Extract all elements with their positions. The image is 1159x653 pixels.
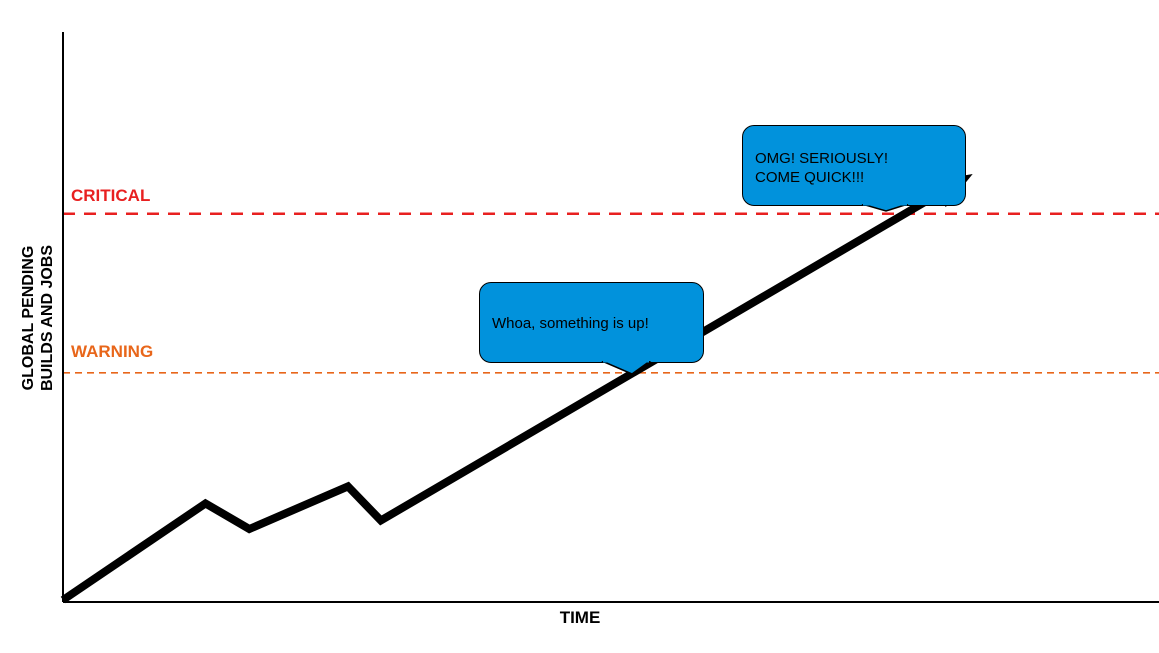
callout-critical-line-1: OMG! SERIOUSLY! (755, 150, 889, 167)
warning-threshold-label: WARNING (71, 342, 154, 361)
callout-critical: OMG! SERIOUSLY! COME QUICK!!! (742, 125, 966, 206)
callout-warning-text: Whoa, something is up! (492, 315, 649, 332)
callout-warning-tail (601, 361, 652, 375)
y-axis-label: GLOBAL PENDING BUILDS AND JOBS (18, 230, 58, 405)
threshold-lines (63, 212, 1159, 374)
series-line (60, 188, 944, 604)
callout-warning: Whoa, something is up! (479, 282, 704, 363)
y-axis-label-line-2: BUILDS AND JOBS (39, 244, 56, 391)
y-axis-label-line-1: GLOBAL PENDING (20, 245, 37, 390)
callout-critical-line-2: COME QUICK!!! (755, 169, 865, 186)
x-axis-label: TIME (559, 608, 601, 627)
callout-critical-tail (861, 204, 909, 212)
critical-threshold-label: CRITICAL (71, 186, 151, 205)
series-layer (60, 174, 973, 604)
